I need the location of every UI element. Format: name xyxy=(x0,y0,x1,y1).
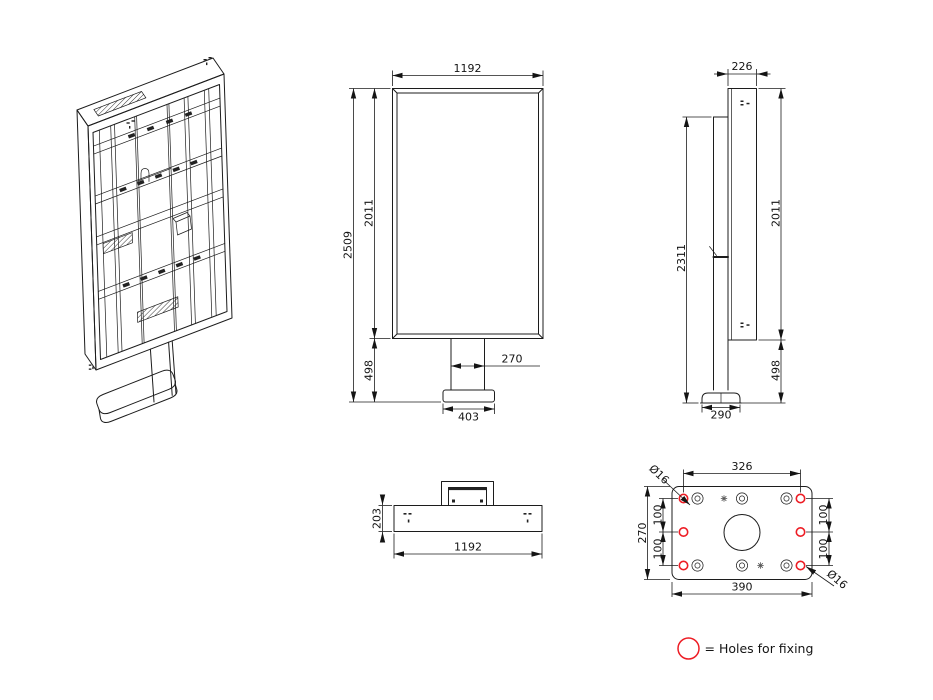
dim-side-pole-height: 2311 xyxy=(675,244,688,272)
base-plate-outline xyxy=(671,486,813,580)
legend: = Holes for fixing xyxy=(677,637,814,660)
side-view: 226 2311 2011 498 290 xyxy=(675,60,786,422)
top-dimension-lines xyxy=(378,494,543,559)
side-panel xyxy=(727,88,757,341)
dim-front-stand-height: 498 xyxy=(363,360,376,381)
top-body-marks xyxy=(403,513,532,523)
plate-dimension-lines xyxy=(644,469,835,597)
dim-front-base-width: 403 xyxy=(458,411,479,424)
legend-label: = Holes for fixing xyxy=(705,641,814,656)
dim-side-stand-height: 498 xyxy=(770,360,783,381)
front-stand xyxy=(442,338,495,403)
dim-plate-pitch-left-lower: 100 xyxy=(652,539,665,560)
cable-hole xyxy=(723,514,761,551)
dim-plate-width: 390 xyxy=(732,581,753,594)
dim-plate-pitch-right-upper: 100 xyxy=(817,505,830,526)
front-dimension-lines xyxy=(349,70,544,414)
dim-plate-pitch-right-lower: 100 xyxy=(817,539,830,560)
iso-hole-marks xyxy=(88,57,212,370)
dim-plate-depth: 270 xyxy=(636,523,649,544)
side-base xyxy=(700,392,742,404)
side-panel-marks xyxy=(740,100,750,328)
dim-top-depth: 203 xyxy=(371,508,384,529)
iso-rail-slots xyxy=(119,111,201,288)
side-dimension-lines xyxy=(682,69,786,413)
legend-fixing-hole-symbol xyxy=(677,637,700,660)
front-screen xyxy=(392,88,544,339)
dim-front-width: 1192 xyxy=(454,62,482,75)
iso-vent-grilles xyxy=(93,90,179,323)
dim-hole-diameter-top: Ø16 xyxy=(646,462,671,487)
dim-front-column-width: 270 xyxy=(502,353,523,366)
dim-hole-diameter-bottom: Ø16 xyxy=(824,567,850,592)
dim-top-width: 1192 xyxy=(454,541,482,554)
iso-enclosure-box xyxy=(76,57,233,371)
dim-side-screen-height: 2011 xyxy=(770,199,783,227)
dim-side-depth: 226 xyxy=(732,60,753,73)
dim-plate-pitch-left-upper: 100 xyxy=(652,505,665,526)
iso-mount-bracket xyxy=(172,212,192,236)
isometric-view xyxy=(76,57,233,424)
top-body xyxy=(393,481,543,532)
front-view: 1192 2509 2011 498 270 403 xyxy=(342,62,544,424)
dim-side-base-depth: 290 xyxy=(711,409,732,422)
dim-front-total-height: 2509 xyxy=(342,231,355,259)
dim-plate-hole-span: 326 xyxy=(732,460,753,473)
fixing-holes xyxy=(678,493,806,571)
iso-column-and-base xyxy=(96,340,178,424)
iso-cable-cutout xyxy=(140,168,150,182)
dim-front-screen-height: 2011 xyxy=(363,199,376,227)
stud-marks xyxy=(720,495,764,569)
side-column xyxy=(709,116,729,391)
iso-interior-rails xyxy=(93,88,226,358)
bolt-holes xyxy=(691,492,793,572)
top-view: 203 1192 xyxy=(371,481,543,559)
base-plate-view: 326 270 100 100 100 100 390 Ø16 Ø16 xyxy=(636,460,850,597)
